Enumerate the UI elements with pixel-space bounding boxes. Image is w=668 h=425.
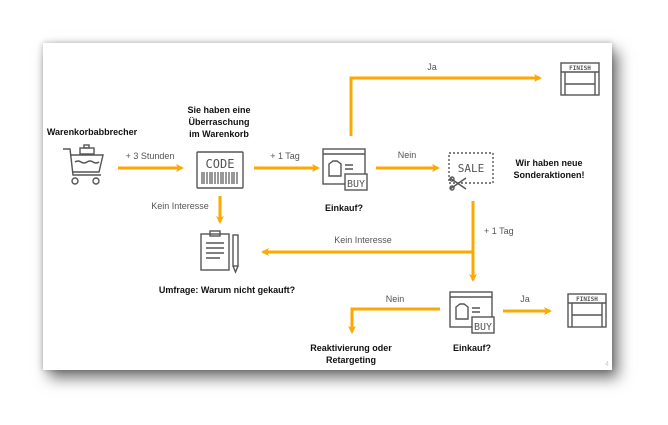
edge-label: + 1 Tag [270, 151, 300, 161]
edge-label: Ja [520, 294, 530, 304]
node-title-survey: Umfrage: Warum nicht gekauft? [159, 285, 295, 295]
icon-text: BUY [474, 322, 492, 333]
node-title-sale: Sonderaktionen! [513, 170, 584, 180]
node-title-start: Warenkorbabbrecher [47, 127, 138, 137]
finish-line-icon: FINISH [567, 293, 607, 328]
node-title-code: Sie haben eine [187, 105, 250, 115]
node-title-code: im Warenkorb [189, 129, 249, 139]
sale-coupon-icon: SALE [448, 152, 494, 191]
shopping-cart-icon [63, 144, 104, 185]
edge-label: Kein Interesse [151, 201, 209, 211]
clipboard-pen-icon [200, 230, 239, 274]
icon-text: FINISH [569, 65, 591, 72]
buy-web-icon: BUY [449, 291, 495, 334]
node-title-buy1: Einkauf? [325, 203, 363, 213]
edge-label: Kein Interesse [334, 235, 392, 245]
edge-label: + 3 Stunden [126, 151, 175, 161]
arrow-buy2-reactivate [348, 307, 440, 334]
node-title-reactivate: Retargeting [326, 355, 376, 365]
node-title-code: Überraschung [188, 117, 249, 127]
edge-label: Nein [386, 294, 405, 304]
buy-web-icon: BUY [322, 148, 368, 191]
edge-label: + 1 Tag [484, 226, 514, 236]
icon-text: CODE [206, 157, 235, 171]
page-number: 4 [605, 361, 609, 368]
slide [43, 43, 612, 370]
node-title-reactivate: Reaktivierung oder [310, 343, 392, 353]
arrow-buy1-finish1 [349, 74, 542, 136]
finish-line-icon: FINISH [560, 62, 600, 96]
icon-text: FINISH [576, 296, 598, 303]
node-title-buy2: Einkauf? [453, 343, 491, 353]
edge-label: Nein [398, 150, 417, 160]
icon-text: BUY [347, 179, 365, 190]
edge-label: Ja [427, 62, 437, 72]
code-coupon-icon: CODE [196, 151, 244, 189]
icon-text: SALE [458, 162, 485, 175]
node-title-sale: Wir haben neue [516, 158, 583, 168]
